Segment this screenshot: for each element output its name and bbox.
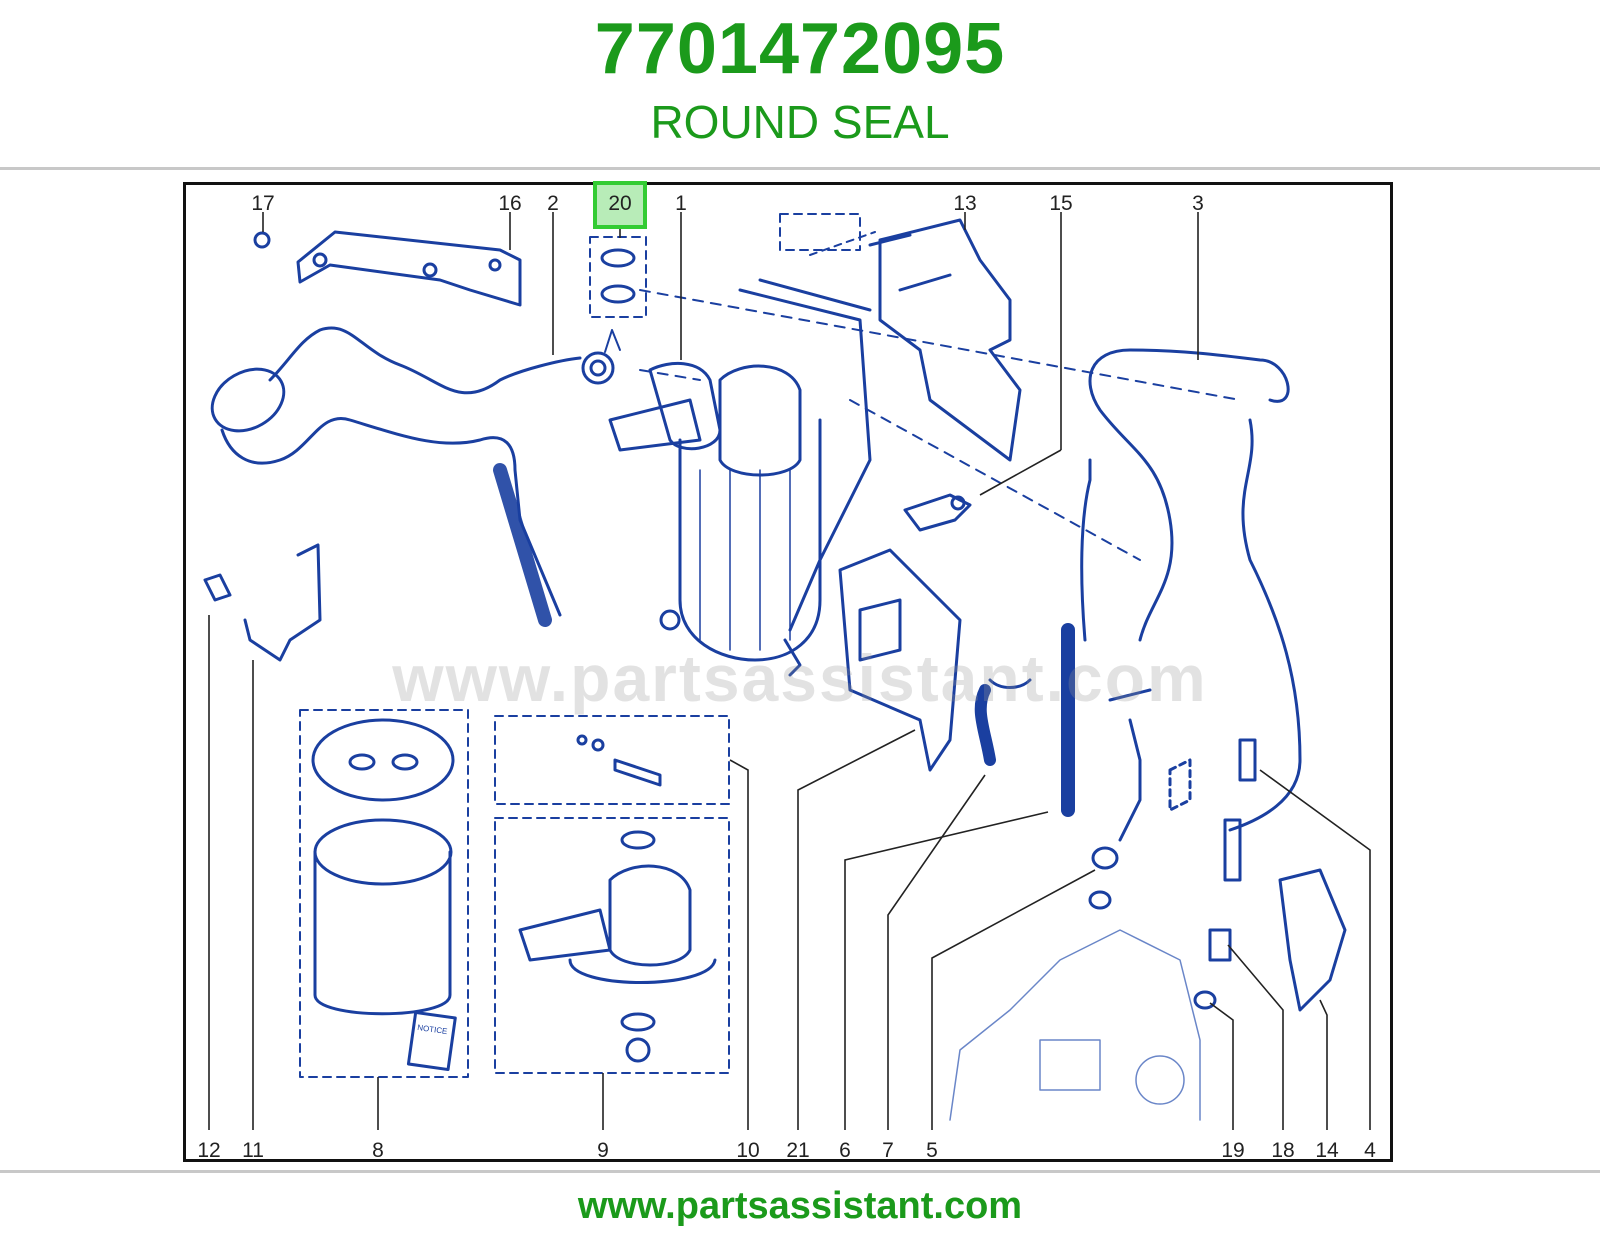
callout-20: 20	[608, 192, 631, 215]
kit-10-drawing	[494, 715, 730, 805]
callout-8: 8	[372, 1139, 384, 1162]
pump-drawing	[949, 929, 1201, 1121]
tube-6-drawing	[974, 623, 1075, 817]
footer-divider	[0, 1170, 1600, 1173]
footer-url[interactable]: www.partsassistant.com	[577, 1185, 1023, 1227]
leader-dashes	[639, 289, 1241, 561]
callout-12: 12	[197, 1139, 220, 1162]
callout-15: 15	[1049, 192, 1072, 215]
part-number: 7701472095	[594, 9, 1006, 89]
diagram-frame	[183, 182, 1393, 1162]
hose-2-drawing	[210, 326, 615, 627]
part-name: ROUND SEAL	[650, 96, 950, 148]
callout-9: 9	[597, 1139, 609, 1162]
callout-14: 14	[1315, 1139, 1339, 1162]
callout-10: 10	[736, 1139, 759, 1162]
kit-9-drawing	[494, 817, 730, 1074]
round-seals-20-drawing	[589, 236, 647, 353]
highlight-box	[593, 181, 647, 229]
callout-19: 19	[1221, 1139, 1244, 1162]
page-header: 7701472095 ROUND SEAL	[0, 0, 1600, 168]
filter-housing-1-drawing	[608, 278, 872, 677]
callout-5: 5	[926, 1139, 938, 1162]
callout-4: 4	[1364, 1139, 1376, 1162]
clip-15-drawing	[903, 493, 972, 532]
notice-label: NOTICE	[417, 1023, 448, 1036]
callout-7: 7	[882, 1139, 894, 1162]
hose-3-drawing	[1080, 348, 1302, 832]
header-divider	[0, 167, 1600, 170]
fittings-drawing	[1088, 688, 1347, 1012]
callouts-bottom: 12 11 8 9 10 21 6 7 5 19 18 14 4	[197, 1139, 1376, 1162]
callout-6: 6	[839, 1139, 851, 1162]
callout-leaders	[208, 212, 1371, 1130]
callout-21: 21	[786, 1139, 809, 1162]
callout-17: 17	[251, 192, 274, 215]
bracket-13-drawing	[779, 213, 1022, 462]
callout-11: 11	[242, 1139, 264, 1162]
bracket-11-drawing	[203, 543, 322, 662]
callout-2: 2	[547, 192, 559, 215]
callout-3: 3	[1192, 192, 1204, 215]
callout-1: 1	[675, 192, 687, 215]
callout-18: 18	[1271, 1139, 1294, 1162]
callout-16: 16	[498, 192, 521, 215]
bracket-21-drawing	[838, 548, 962, 772]
callouts-top: 17 16 2 20 1 13 15 3	[251, 192, 1204, 215]
bracket-16-drawing	[253, 230, 522, 307]
callout-13: 13	[953, 192, 976, 215]
filter-kit-8-drawing	[299, 709, 469, 1078]
